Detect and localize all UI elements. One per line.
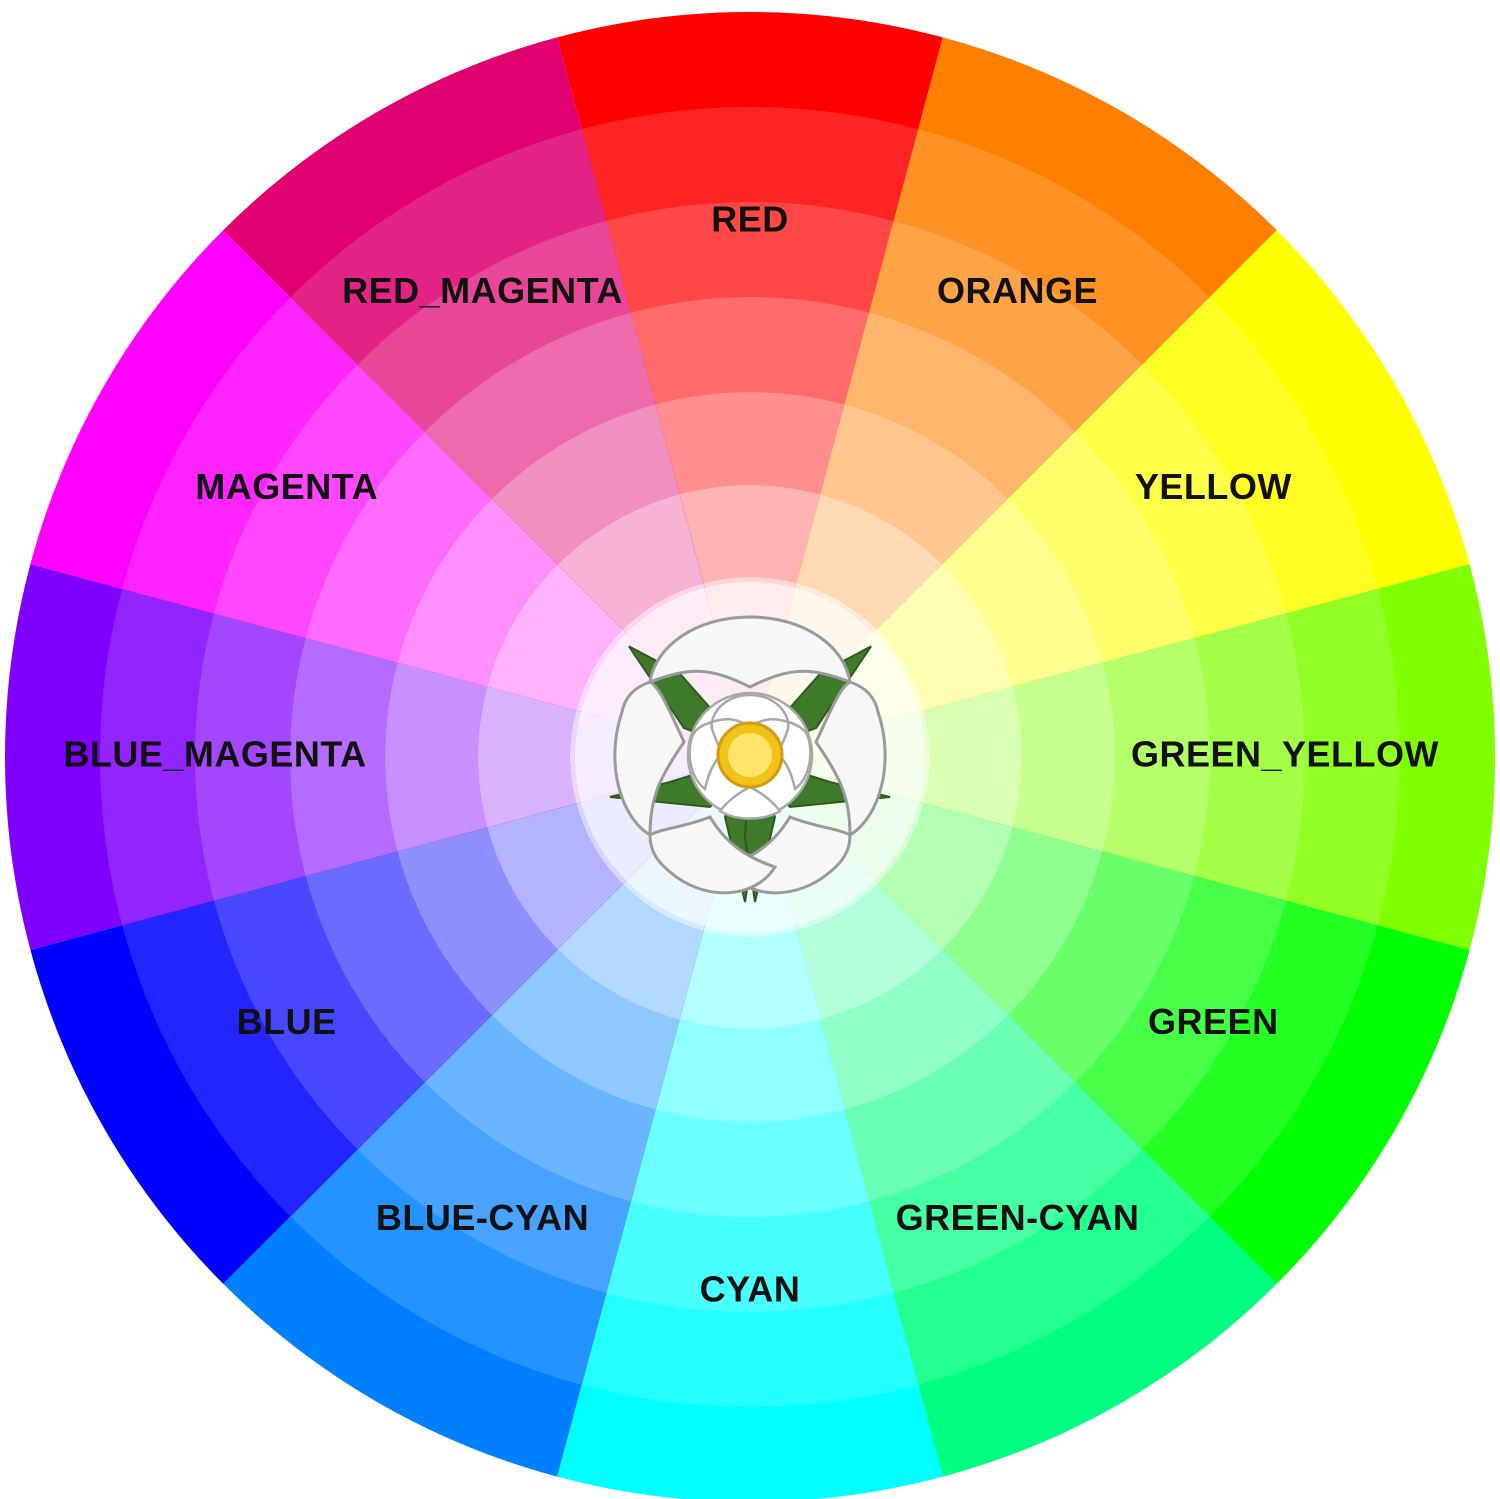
segment-label-blue-magenta: BLUE_MAGENTA — [63, 734, 366, 775]
white-rose-icon — [609, 615, 891, 903]
segment-label-magenta: MAGENTA — [195, 466, 378, 507]
segment-label-orange: ORANGE — [937, 270, 1098, 311]
segment-label-blue: BLUE — [237, 1001, 337, 1042]
segment-label-green-yellow: GREEN_YELLOW — [1131, 734, 1439, 775]
segment-label-green-cyan: GREEN-CYAN — [896, 1197, 1140, 1238]
segment-label-red: RED — [711, 199, 789, 240]
segment-label-yellow: YELLOW — [1135, 466, 1292, 507]
segment-label-green: GREEN — [1148, 1001, 1279, 1042]
wheel-labels: RED ORANGE YELLOW GREEN_YELLOW GREEN GREEN-CY… — [63, 199, 1439, 1310]
segment-label-red-magenta: RED_MAGENTA — [342, 270, 623, 311]
segment-label-blue-cyan: BLUE-CYAN — [376, 1197, 589, 1238]
segment-label-cyan: CYAN — [700, 1269, 801, 1310]
